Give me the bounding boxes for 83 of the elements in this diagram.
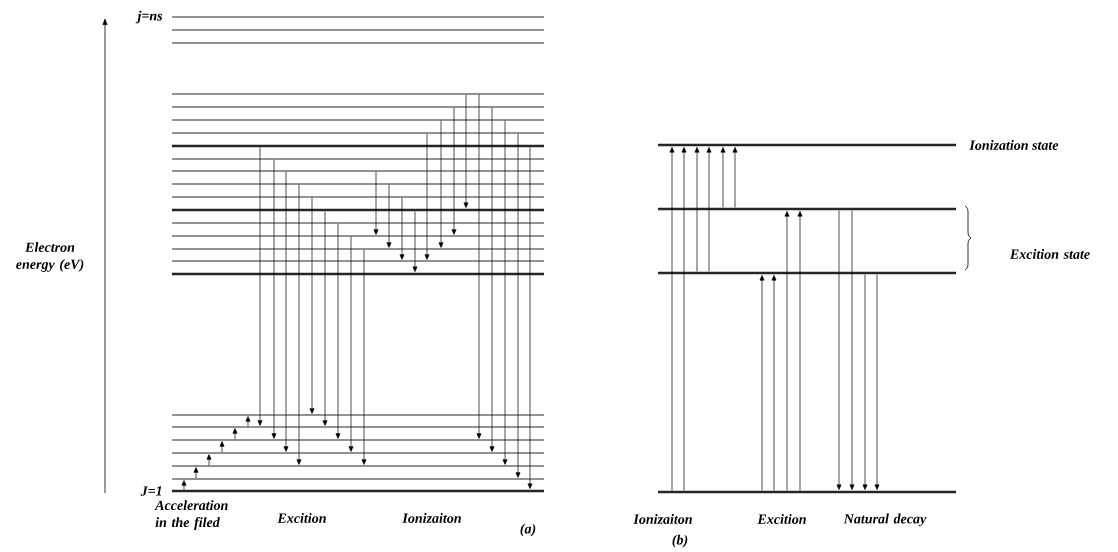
transition-arrow [412,211,418,272]
level-label: Ionization state [969,140,1059,150]
transition-arrow [849,210,855,490]
transition-arrow [732,147,738,208]
transition-arrow [784,211,790,491]
energy-level-line [172,29,544,31]
energy-level-line [172,260,544,262]
transition-arrow [720,147,726,208]
transition-arrow [771,275,777,491]
transition-arrow [515,133,521,478]
process-label: Excition [277,513,326,523]
transition-arrow [361,249,367,465]
energy-level-line [172,196,544,198]
transition-arrow [527,147,533,489]
panel-label: (a) [520,523,536,537]
transition-arrow [862,274,868,490]
transition-arrow [797,211,803,491]
transition-arrow [836,210,842,490]
transition-arrow [296,184,302,465]
energy-level-line [172,93,544,95]
transition-arrow [335,223,341,439]
energy-level-line [658,207,956,211]
transition-arrow [232,428,238,440]
level-label: j=ns [135,10,163,24]
transition-arrow [348,236,354,452]
transition-arrow [206,454,212,466]
transition-arrow [489,107,495,452]
transition-arrow [502,120,508,465]
transition-arrow [669,147,675,491]
process-label: Ionizaiton [633,514,692,524]
transition-arrow [386,184,392,248]
transition-arrow [399,197,405,260]
energy-level-line [172,16,544,18]
transition-arrow [874,274,880,490]
process-label: Natural decay [843,513,927,527]
process-label: Ionizaiton [402,513,461,523]
energy-level-line [658,271,956,275]
energy-level-line [172,452,544,454]
energy-level-line [172,42,544,44]
energy-level-line [172,106,544,108]
energy-level-line [172,426,544,428]
transition-arrow [706,147,712,272]
energy-level-line [172,208,544,212]
energy-level-line [172,235,544,237]
axis-label: Electron energy (eV) [16,242,84,272]
transition-arrow [271,159,277,439]
transition-arrow [322,211,328,426]
energy-level-line [172,489,544,493]
panel-label: (b) [672,534,688,548]
transition-arrow [283,171,289,452]
energy-level-line [172,465,544,467]
transition-arrow [681,147,687,491]
transition-arrow [694,147,700,272]
transition-arrow [181,480,187,490]
transition-arrow [193,467,199,479]
transition-arrow [424,133,430,260]
energy-level-line [172,183,544,185]
energy-level-line [172,439,544,441]
energy-level-line [172,132,544,134]
transition-arrow [451,107,457,235]
energy-level-line [172,158,544,160]
transition-arrow [438,120,444,248]
energy-level-line [172,144,544,148]
energy-level-line [172,248,544,250]
energy-level-line [172,119,544,121]
energy-level-line [172,222,544,224]
transition-arrow [245,416,251,427]
energy-level-line [172,478,544,480]
energy-level-line [172,170,544,172]
transition-arrow [476,94,482,439]
transition-arrow [309,197,315,414]
transition-arrow [257,147,263,426]
process-label: Acceleration in the filed [154,500,228,530]
state-label: Excition state [1009,249,1090,259]
transition-arrow [219,441,225,453]
energy-level-line [658,143,956,147]
process-label: Excition [757,514,806,524]
level-label: J=1 [140,486,162,496]
energy-level-line [172,272,544,276]
transition-arrow [759,275,765,491]
transition-arrow [373,171,379,235]
energy-level-line [658,490,956,494]
transition-arrow [463,94,469,208]
